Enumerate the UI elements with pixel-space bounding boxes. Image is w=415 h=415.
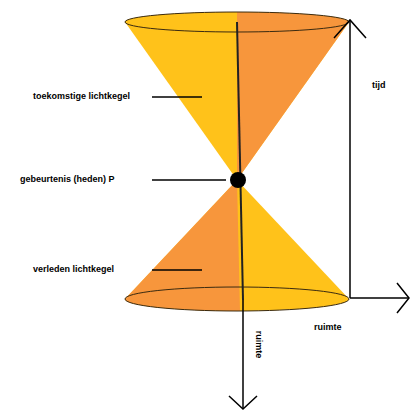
space-axis-down [242, 300, 244, 409]
space-down-arrowhead [229, 396, 257, 409]
leader-line [152, 96, 202, 98]
time-axis-label: tijd [372, 80, 386, 91]
future-cone-label: toekomstige lichtkegel [33, 91, 130, 102]
space-axis-label: ruimte [314, 322, 342, 333]
past-cone-rim [125, 287, 349, 311]
past-cone-orange [125, 180, 240, 311]
past-cone-yellow [125, 180, 349, 311]
future-cone-orange [237, 12, 349, 180]
past-cone-label: verleden lichtkegel [33, 264, 114, 275]
event-label: gebeurtenis (heden) P [20, 174, 115, 185]
time-axis [349, 20, 351, 298]
event-dot [230, 172, 246, 188]
space-axis-down-label: ruimte [254, 330, 265, 358]
world-line [237, 22, 243, 300]
time-arrowhead [334, 20, 366, 38]
space-arrowhead [397, 283, 409, 313]
leader-line [152, 269, 202, 271]
leader-line [152, 179, 226, 181]
space-axis [350, 297, 409, 299]
future-cone-cap-yellow [125, 12, 237, 32]
